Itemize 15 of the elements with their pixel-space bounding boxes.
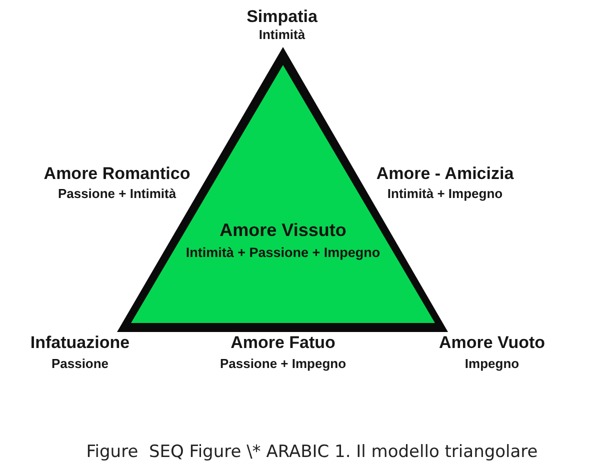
- subtitle-label: Intimità + Impegno: [387, 187, 503, 202]
- node-text: Intimità + Passione + Impegno: [186, 245, 380, 261]
- heading-label: Infatuazione: [30, 333, 130, 353]
- figure-caption: Figure SEQ Figure \* ARABIC 1. Il modello triangolare: [86, 443, 538, 463]
- subtitle-label: Impegno: [464, 357, 520, 372]
- subtitle-label: Passione + Intimità: [58, 187, 176, 202]
- subtitle-label: Passione + Impegno: [220, 357, 346, 372]
- heading-label: Amore Fatuo: [230, 333, 336, 353]
- subtitle-label: Passione: [51, 357, 109, 372]
- subtitle-label: Intimità: [258, 28, 306, 43]
- node-heading: Amore Vissuto: [220, 220, 346, 241]
- heading-label: Simpatia: [246, 7, 318, 27]
- heading-label: Amore Vuoto: [438, 333, 546, 353]
- heading-label: Amore Romantico: [44, 164, 190, 184]
- heading-label: Amore - Amicizia: [376, 164, 514, 184]
